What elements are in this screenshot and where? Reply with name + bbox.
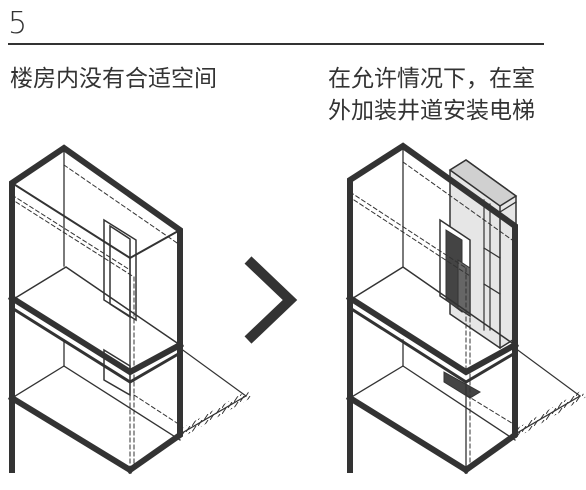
outer-walls-after xyxy=(345,142,518,475)
caption-before: 楼房内没有合适空间 xyxy=(10,66,217,92)
ground-plane-after xyxy=(511,347,586,439)
step-number: 5 xyxy=(8,6,28,41)
inner-walls-before xyxy=(11,147,181,441)
building-before xyxy=(7,144,252,475)
caption-after-line2: 外加装井道安装电梯 xyxy=(328,98,535,124)
ground-plane-before xyxy=(176,347,252,439)
hidden-lines-before xyxy=(11,164,181,471)
caption-after: 在允许情况下，在室 外加装井道安装电梯 xyxy=(328,63,560,127)
outer-walls-before xyxy=(7,144,183,475)
hidden-lines-after xyxy=(349,161,516,471)
middle-slab-before xyxy=(7,266,185,384)
inner-walls-after xyxy=(349,145,516,471)
door-upper-before xyxy=(103,218,137,322)
shaft-door xyxy=(439,218,471,318)
building-after xyxy=(345,142,586,475)
header-divider xyxy=(8,43,544,45)
chevron-right-icon xyxy=(244,256,298,344)
caption-after-line1: 在允许情况下，在室 xyxy=(328,66,535,92)
door-lower-before xyxy=(103,348,131,397)
top-slab-before xyxy=(10,181,182,260)
